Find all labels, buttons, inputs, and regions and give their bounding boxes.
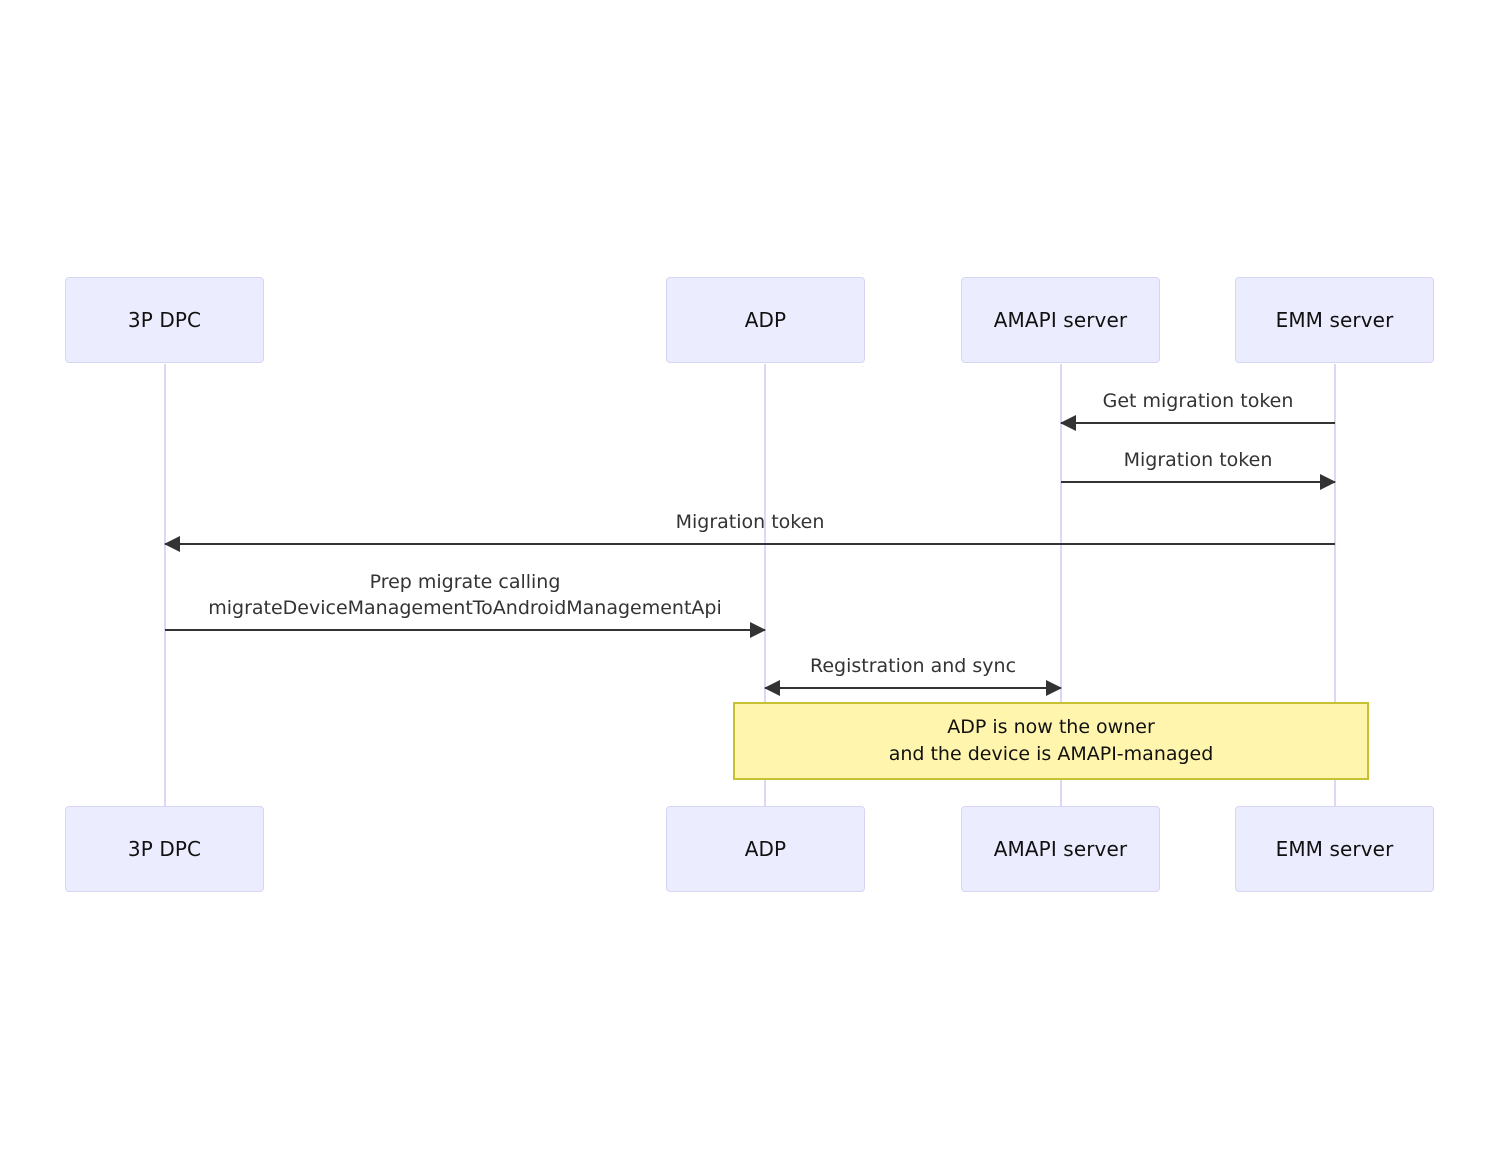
- participant-label: ADP: [744, 837, 787, 861]
- message-label: Prep migrate calling migrateDeviceManage…: [165, 569, 765, 621]
- participant-emm-server-top[interactable]: EMM server: [1235, 277, 1434, 363]
- lifeline-adp: [764, 364, 766, 806]
- participant-label: AMAPI server: [993, 308, 1128, 332]
- arrowhead-left-icon: [764, 680, 780, 696]
- message-label: Migration token: [1123, 449, 1273, 471]
- participant-3p-dpc-top[interactable]: 3P DPC: [65, 277, 264, 363]
- message-label-line-1: Prep migrate calling: [369, 571, 561, 593]
- participant-label: ADP: [744, 308, 787, 332]
- message-line: [165, 543, 1335, 545]
- participant-amapi-server-top[interactable]: AMAPI server: [961, 277, 1160, 363]
- note-line-2: and the device is AMAPI-managed: [888, 743, 1214, 765]
- participant-label: EMM server: [1275, 308, 1394, 332]
- participant-3p-dpc-bottom[interactable]: 3P DPC: [65, 806, 264, 892]
- participant-amapi-server-bottom[interactable]: AMAPI server: [961, 806, 1160, 892]
- participant-label: AMAPI server: [993, 837, 1128, 861]
- arrowhead-left-icon: [164, 536, 180, 552]
- participant-label: EMM server: [1275, 837, 1394, 861]
- message-label: Migration token: [675, 511, 825, 533]
- message-line: [1061, 481, 1335, 483]
- arrowhead-right-icon: [1046, 680, 1062, 696]
- participant-adp-bottom[interactable]: ADP: [666, 806, 865, 892]
- message-line: [1061, 422, 1335, 424]
- participant-label: 3P DPC: [127, 837, 202, 861]
- lifeline-amapi: [1060, 364, 1062, 806]
- participant-emm-server-bottom[interactable]: EMM server: [1235, 806, 1434, 892]
- note-line-1: ADP is now the owner: [947, 716, 1155, 738]
- arrowhead-left-icon: [1060, 415, 1076, 431]
- participant-adp-top[interactable]: ADP: [666, 277, 865, 363]
- message-label: Get migration token: [1102, 390, 1294, 412]
- note-adp-owner: ADP is now the owner and the device is A…: [733, 702, 1369, 780]
- message-line: [165, 629, 765, 631]
- arrowhead-right-icon: [750, 622, 766, 638]
- participant-label: 3P DPC: [127, 308, 202, 332]
- message-line: [765, 687, 1061, 689]
- lifeline-3p-dpc: [164, 364, 166, 806]
- message-label: Registration and sync: [809, 655, 1017, 677]
- arrowhead-right-icon: [1320, 474, 1336, 490]
- message-label-line-2: migrateDeviceManagementToAndroidManageme…: [208, 597, 722, 619]
- lifeline-emm: [1334, 364, 1336, 806]
